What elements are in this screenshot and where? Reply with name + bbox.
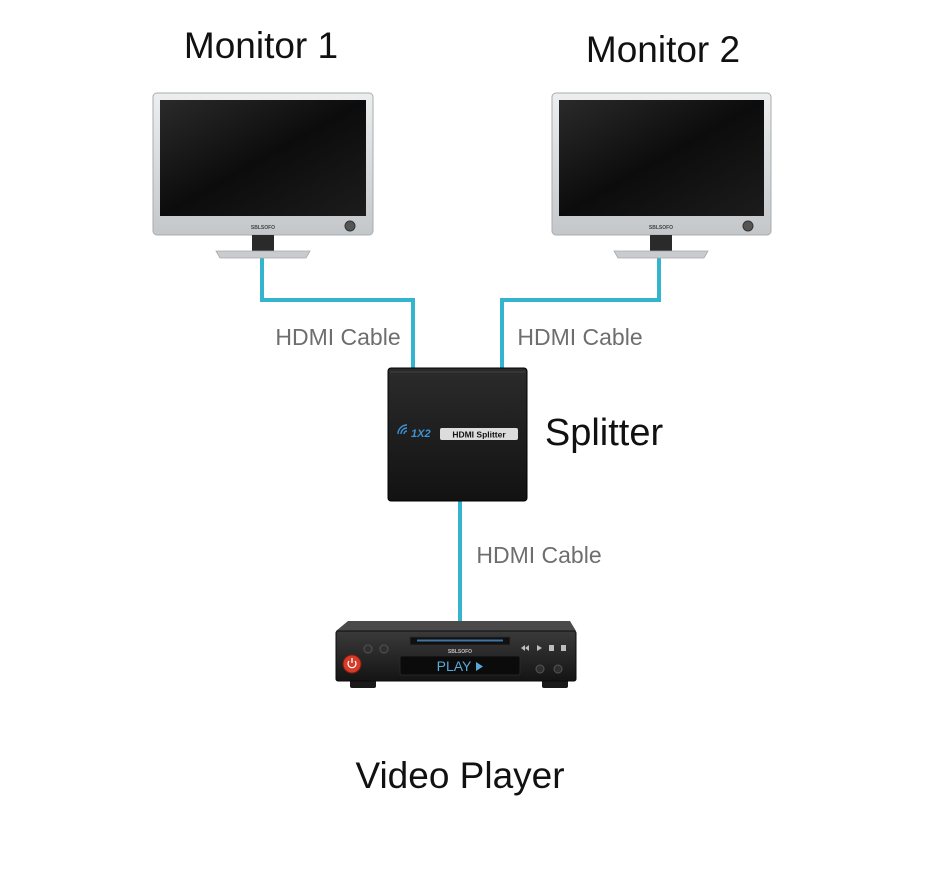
splitter-name-plate (440, 428, 518, 440)
player-brand: SBLSOFO (448, 649, 472, 655)
player-button-2 (379, 644, 389, 654)
video-player-label: Video Player (355, 755, 564, 796)
splitter-model-label: 1X2 (411, 428, 431, 440)
monitor-1-label: Monitor 1 (184, 25, 338, 66)
monitor-1-screen (160, 100, 366, 216)
play-icon (476, 662, 483, 671)
pause-icon (549, 645, 554, 651)
player-display-text: PLAY (437, 658, 472, 674)
play-small-icon (537, 645, 542, 651)
monitor-2-label: Monitor 2 (586, 29, 740, 70)
monitor-2-base (613, 250, 709, 259)
player-button-1 (363, 644, 373, 654)
rewind-icon (521, 645, 529, 651)
power-button-icon (342, 654, 362, 674)
monitor-2-neck (650, 235, 672, 251)
cable-monitor1-splitter (260, 258, 415, 372)
player-top (336, 621, 576, 631)
splitter-device: 1X2 HDMI Splitter (387, 367, 528, 502)
cable-monitor2-splitter (500, 258, 661, 372)
power-symbol-icon (347, 658, 357, 669)
cable-label-right: HDMI Cable (517, 324, 642, 350)
stop-icon (561, 645, 566, 651)
splitter-name-label: HDMI Splitter (452, 430, 506, 440)
player-button-3 (535, 664, 545, 674)
monitor-1-neck (252, 235, 274, 251)
monitor-2-power-icon (742, 220, 754, 232)
cables (260, 258, 661, 622)
wifi-icon (397, 424, 408, 435)
player-button-4 (553, 664, 563, 674)
splitter-label: Splitter (545, 412, 664, 454)
cable-label-left: HDMI Cable (275, 324, 400, 350)
monitor-1-power-icon (344, 220, 356, 232)
monitor-1-brand: SBLSOFO (251, 225, 275, 231)
tray-light (417, 639, 503, 642)
transport-buttons (521, 645, 566, 651)
cable-label-bottom: HDMI Cable (476, 542, 601, 568)
player-display-panel (399, 655, 521, 676)
monitor-2-brand: SBLSOFO (649, 225, 673, 231)
monitor-1-base (215, 250, 311, 259)
video-player-device: SBLSOFO PLAY (335, 621, 577, 688)
monitor-2-screen (559, 100, 764, 216)
monitor-1: SBLSOFO (152, 92, 374, 259)
monitor-2: SBLSOFO (551, 92, 772, 259)
